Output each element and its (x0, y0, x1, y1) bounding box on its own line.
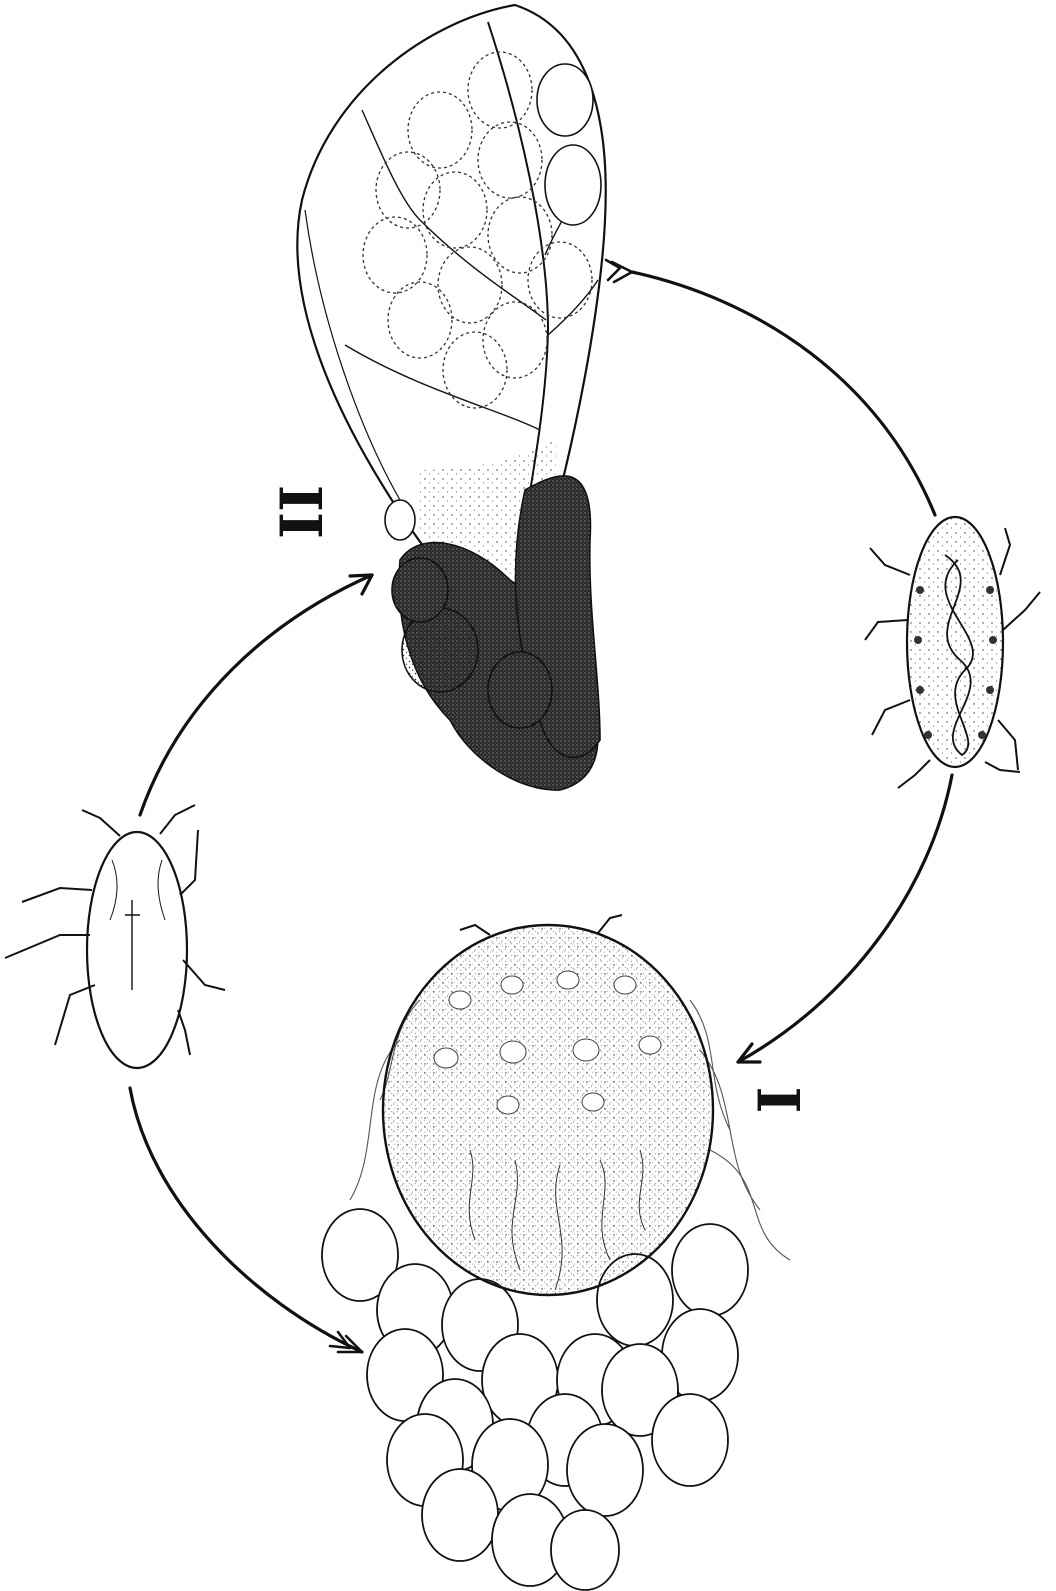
adult-female-egg-mass-icon (322, 915, 790, 1590)
svg-text:I: I (746, 1086, 814, 1113)
arrow-leaf-to-larva (632, 272, 935, 515)
svg-text:II: II (268, 485, 336, 539)
crawler-nymph-icon (5, 805, 225, 1068)
arrow-adult-to-crawler (130, 1088, 362, 1352)
stage-label-two: II (268, 485, 336, 539)
arrow-crawler-to-leaf (140, 575, 372, 815)
arrow-larva-to-adult (738, 775, 952, 1062)
stage-label-one: I (746, 1086, 814, 1113)
larva-with-parasite-icon (865, 517, 1040, 788)
leaf-with-gall-icon (297, 5, 605, 790)
